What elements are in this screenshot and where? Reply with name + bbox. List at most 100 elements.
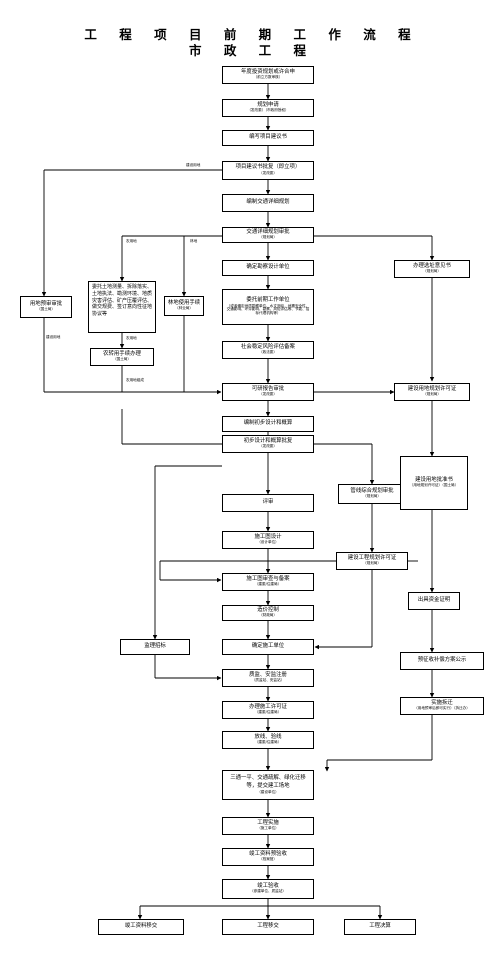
node-label: 工程移交 [257,923,279,930]
traffic-plan-node[interactable]: 编制交通详细规划 [222,194,314,212]
preliminary-work-unit-node[interactable]: 委托前期工作单位 （或者确定地质勘察单位、水文测绘，地震安全性、交通影响、环评影… [222,289,314,325]
node-label: 委托前期工作单位 [246,296,290,303]
contractor-selection-node[interactable]: 确定施工单位 [222,639,314,655]
final-accounts-node[interactable]: 工程决算 [344,919,416,935]
edge-label-farmland: 农用地 [126,239,137,243]
planning-application-node[interactable]: 规划申请 （发改委）（市政府授权） [222,99,314,117]
node-sub: （规划局） [423,269,441,274]
project-handover-node[interactable]: 工程移交 [222,919,314,935]
preliminary-design-approval-node[interactable]: 初步设计和概算批复 （发改委） [222,435,314,453]
forest-land-node[interactable]: 林地使用手续 （林业局） [164,296,204,316]
node-label: 农转用手续办理 [103,350,141,357]
archive-transfer-node[interactable]: 竣工资料移交 [98,919,184,935]
node-sub: （规划局） [423,392,441,397]
node-sub: （国土局） [113,357,131,362]
cost-control-node[interactable]: 造价控制 （财政局） [222,605,314,621]
node-label: 建设用地批准书 [415,476,453,483]
social-risk-node[interactable]: 社会稳定风险评估备案 （政法委） [222,341,314,359]
node-sub: （林业局） [175,306,193,311]
edge-label-farmland-2: 农用地 [126,336,137,340]
implementation-node[interactable]: 工程实施 （施工单位） [222,817,314,835]
planning-permit-node[interactable]: 建设工程规划许可证 （规划局） [336,552,408,570]
demolition-node[interactable]: 实施拆迁 （用地预审后即可实行）（拆迁办） [400,697,484,715]
node-sub: （规划局） [259,235,277,240]
fund-certificate-node[interactable]: 出具资金证明 [408,592,460,610]
node-sub: （国土局） [37,307,55,312]
node-label: 出具资金证明 [417,597,451,604]
proposal-approval-node[interactable]: 项目建议书批复（即立项） （发改委） [222,161,314,180]
completion-acceptance-node[interactable]: 竣工验收 （参建单位、质监站） [222,879,314,899]
land-planning-permit-node[interactable]: 建设用地规划许可证 （规划局） [394,383,470,401]
node-label: 三通一平、交通疏解、绿化迁移等，提交建工场地 [230,774,306,789]
node-label: 社会稳定风险评估备案 [241,343,295,350]
write-proposal-node[interactable]: 编写项目建议书 [222,130,314,146]
node-label: 项目建议书批复（即立项） [235,164,301,171]
node-label: 质监、安监注册 [249,671,287,678]
land-survey-node[interactable]: 委托土地测量、拆除落实、土地执法、勘测环境、地质灾害评估、矿产压覆评估、做交规费… [88,281,156,333]
node-label: 规划申请 [257,101,279,108]
node-label: 确定勘察设计单位 [246,264,290,271]
node-sub: （发改委） [259,392,277,397]
node-sub: （建委/住建局） [254,740,282,745]
page-title: 工 程 项 目 前 期 工 作 流 程 [84,27,420,42]
edge-label-forest: 林地 [190,239,198,243]
site-selection-node[interactable]: 办理选址意见书 （规划局） [394,260,470,278]
review-node[interactable]: 评审 [222,494,314,512]
node-sub: （用地规划许可证）（国土局） [409,483,459,488]
node-label: 放线、验线 [254,733,282,740]
node-sub: （参建单位、质监站） [250,889,286,894]
land-pre-review-node[interactable]: 用地预审审批 （国土局） [20,296,72,318]
node-label: 管线综合规划审批 [350,487,394,494]
node-label: 监理招标 [144,643,166,650]
node-label: 预征收补偿方案公示 [417,657,467,664]
construction-drawing-node[interactable]: 施工图设计 （设计单位） [222,531,314,549]
node-label: 评审 [262,499,274,506]
page-subtitle: 市 政 工 程 [188,43,316,58]
construction-permit-node[interactable]: 办理施工许可证 （建委/住建局） [222,701,314,719]
land-approval-node[interactable]: 建设用地批准书 （用地规划许可证）（国土局） [400,456,468,510]
preliminary-design-node[interactable]: 编制初步设计和概算 [222,416,314,432]
node-label: 造价控制 [257,606,279,613]
traffic-plan-approval-node[interactable]: 交通详细规划审批 （规划局） [222,227,314,243]
site-preparation-node[interactable]: 三通一平、交通疏解、绿化迁移等，提交建工场地 （建设单位） [222,770,314,800]
node-sub: （质监站、安监站） [251,678,285,683]
node-sub: （发改委）（市政府授权） [247,108,289,113]
node-label: 工程决算 [369,923,391,930]
node-sub: （规划局） [363,494,381,499]
node-sub: （政法委） [259,350,277,355]
node-label: 用地预审审批 [29,300,63,307]
supervision-bidding-node[interactable]: 监理招标 [120,639,190,655]
quality-safety-registration-node[interactable]: 质监、安监注册 （质监站、安监站） [222,669,314,687]
node-sub: （用地预审后即可实行）（拆迁办） [414,706,470,711]
archive-pre-acceptance-node[interactable]: 竣工资料预验收 （档案馆） [222,848,314,866]
annual-investment-plan-node[interactable]: 年度投资规划或许合申 （前立方数审核） [222,66,314,84]
edge-label-construction-land: 建设用地 [186,163,201,167]
pipeline-planning-node[interactable]: 管线综合规划审批 （规划局） [338,484,406,504]
survey-design-unit-node[interactable]: 确定勘察设计单位 [222,260,314,276]
node-sub: （发改委） [259,170,277,175]
node-sub: （规划局） [363,561,381,566]
node-label: 建设用地规划许可证 [407,385,457,392]
compensation-publicity-node[interactable]: 预征收补偿方案公示 [400,652,484,670]
edge-label-construction-land-2: 建设用地 [46,335,61,339]
drawing-review-node[interactable]: 施工图审查与备案 （建委/住建局） [222,573,314,591]
node-sub: （发改委） [259,444,277,449]
node-label: 编制初步设计和概算 [243,420,293,427]
node-label: 施工图设计 [254,533,282,540]
node-label: 竣工资料移交 [124,923,158,930]
node-label: 初步设计和概算批复 [243,437,293,444]
node-label: 建设工程规划许可证 [347,554,397,561]
feasibility-approval-node[interactable]: 可研报告审批 （发改委） [222,383,314,401]
node-label: 年度投资规划或许合申 [241,68,295,75]
node-label: 施工图审查与备案 [246,575,290,582]
line-setting-node[interactable]: 放线、验线 （建委/住建局） [222,731,314,749]
farmland-conversion-node[interactable]: 农转用手续办理 （国土局） [90,348,154,366]
node-sub: （建委/住建局） [254,582,282,587]
node-label: 委托土地测量、拆除落实、土地执法、勘测环境、地质灾害评估、矿产压覆评估、做交规费… [92,284,153,317]
node-label: 可研报告审批 [251,385,285,392]
node-label: 工程实施 [257,819,279,826]
node-label: 竣工资料预验收 [249,850,287,857]
node-sub: （档案馆） [259,857,277,862]
node-label: 办理施工许可证 [249,703,287,710]
